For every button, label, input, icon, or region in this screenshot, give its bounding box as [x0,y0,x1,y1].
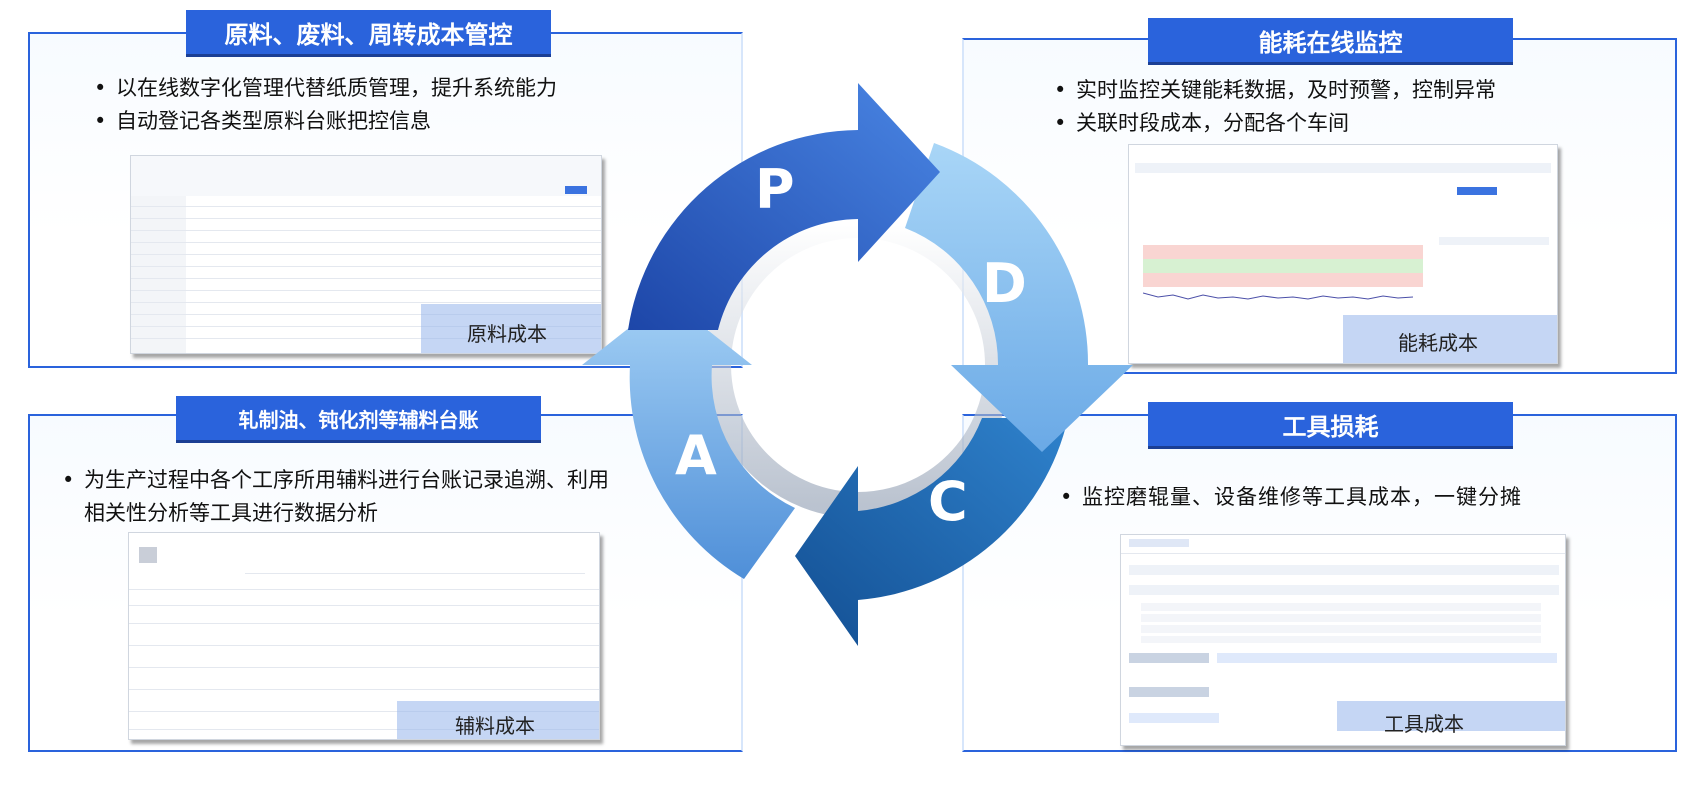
bullet-item: 自动登记各类型原料台账把控信息 [90,105,710,138]
energy-line-chart [1143,292,1414,300]
bullet-item: 以在线数字化管理代替纸质管理，提升系统能力 [90,72,710,105]
arrow-d [905,143,1133,452]
bullets-auxiliary: 为生产过程中各个工序所用辅料进行台账记录追溯、利用相关性分析等工具进行数据分析 [58,464,618,530]
label-a: A [675,424,717,487]
bullets-energy: 实时监控关键能耗数据，及时预警，控制异常 关联时段成本，分配各个车间 [1050,74,1650,140]
label-p: P [755,158,795,221]
bullet-item: 关联时段成本，分配各个车间 [1050,107,1650,140]
caption-tools: 工具成本 [1384,712,1464,736]
label-c: C [928,470,968,533]
panel-title-raw-material: 原料、废料、周转成本管控 [186,10,551,54]
bullet-item: 为生产过程中各个工序所用辅料进行台账记录追溯、利用相关性分析等工具进行数据分析 [58,464,618,530]
panel-title-energy: 能耗在线监控 [1148,18,1513,62]
bullets-tools: 监控磨辊量、设备维修等工具成本，一键分摊 [1056,481,1656,514]
caption-auxiliary: 辅料成本 [455,714,535,738]
auxiliary-screenshot [128,532,600,740]
tools-screenshot [1120,534,1566,746]
panel-title-tools: 工具损耗 [1148,402,1513,446]
energy-screenshot [1128,144,1558,364]
bullet-item: 实时监控关键能耗数据，及时预警，控制异常 [1050,74,1650,107]
caption-raw-material: 原料成本 [467,322,547,346]
caption-energy: 能耗成本 [1398,331,1478,355]
label-d: D [982,252,1027,315]
bullet-item: 监控磨辊量、设备维修等工具成本，一键分摊 [1056,481,1656,514]
arrow-c [795,418,1068,646]
arrow-a [582,298,795,579]
raw-material-screenshot [130,155,602,354]
bullets-raw-material: 以在线数字化管理代替纸质管理，提升系统能力 自动登记各类型原料台账把控信息 [90,72,710,138]
panel-title-auxiliary: 轧制油、钝化剂等辅料台账 [176,396,541,440]
arrow-p [628,83,940,330]
